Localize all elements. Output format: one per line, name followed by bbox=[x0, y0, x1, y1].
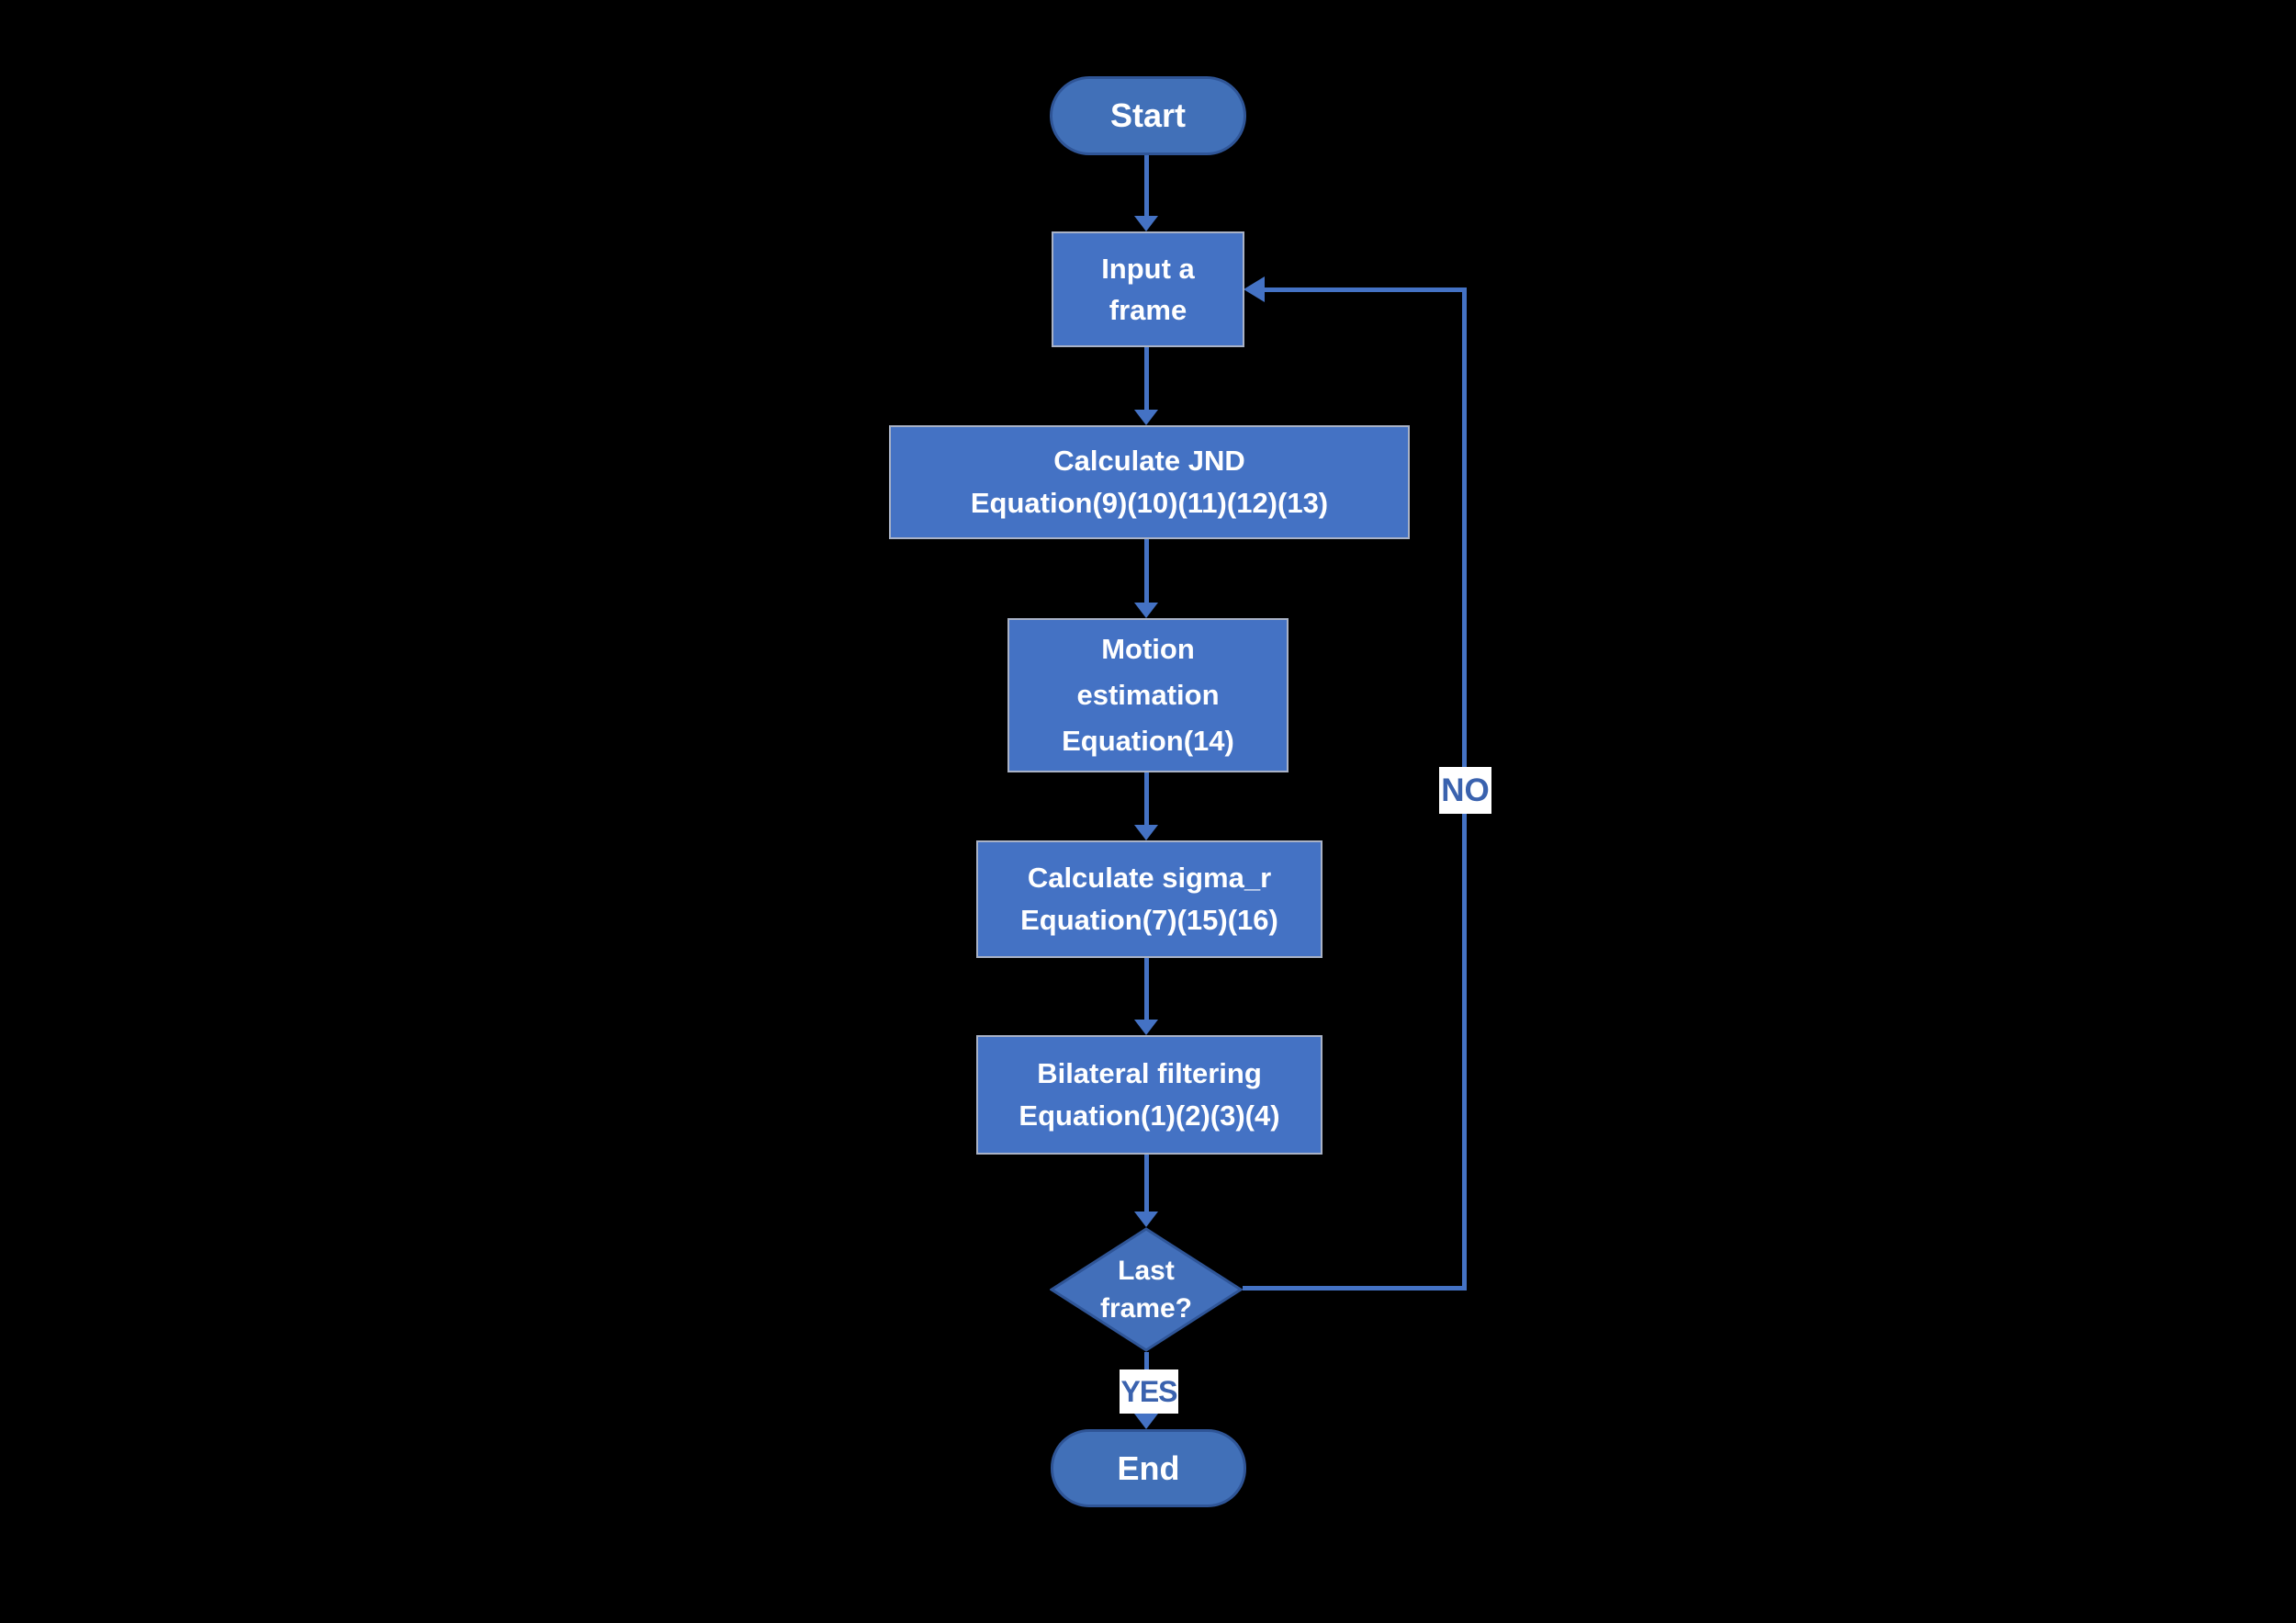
arrowhead-down-icon bbox=[1134, 216, 1158, 231]
node-bilateral-filtering: Bilateral filtering Equation(1)(2)(3)(4) bbox=[976, 1035, 1322, 1155]
edge-label-no: NO bbox=[1439, 767, 1491, 814]
arrowhead-down-icon bbox=[1134, 603, 1158, 618]
node-bilateral-filtering-line: Equation(1)(2)(3)(4) bbox=[1019, 1099, 1280, 1132]
edge-motion-to-sigma bbox=[1144, 772, 1149, 828]
node-last-frame-line: frame? bbox=[1099, 1293, 1193, 1324]
node-calculate-sigma-r: Calculate sigma_r Equation(7)(15)(16) bbox=[976, 840, 1322, 958]
node-end-label: End bbox=[1117, 1448, 1180, 1487]
node-calculate-jnd: Calculate JND Equation(9)(10)(11)(12)(13… bbox=[889, 425, 1410, 539]
node-motion-estimation: Motion estimation Equation(14) bbox=[1007, 618, 1289, 772]
edge-no-loop-bottom bbox=[1243, 1286, 1467, 1291]
node-start: Start bbox=[1050, 76, 1246, 155]
node-input-frame-line: Input a bbox=[1101, 253, 1195, 285]
node-calculate-sigma-r-line: Equation(7)(15)(16) bbox=[1020, 904, 1278, 936]
node-calculate-sigma-r-line: Calculate sigma_r bbox=[1027, 862, 1272, 894]
node-input-frame-line: frame bbox=[1109, 294, 1187, 326]
node-end: End bbox=[1051, 1429, 1246, 1507]
node-start-label: Start bbox=[1109, 96, 1187, 134]
arrowhead-down-icon bbox=[1134, 1212, 1158, 1227]
node-motion-estimation-line: estimation bbox=[1076, 679, 1220, 711]
edge-bilateral-to-decision bbox=[1144, 1155, 1149, 1215]
no-label-text: NO bbox=[1441, 772, 1490, 808]
edge-sigma-to-bilateral bbox=[1144, 958, 1149, 1023]
node-last-frame-text: Last frame? bbox=[1050, 1227, 1243, 1352]
edge-start-to-input bbox=[1144, 155, 1149, 220]
node-bilateral-filtering-line: Bilateral filtering bbox=[1037, 1057, 1262, 1089]
edge-input-to-jnd bbox=[1144, 347, 1149, 413]
arrowhead-down-icon bbox=[1134, 410, 1158, 425]
node-motion-estimation-line: Motion bbox=[1101, 633, 1195, 665]
yes-label-text: YES bbox=[1120, 1374, 1177, 1408]
node-last-frame-decision: Last frame? bbox=[1049, 1227, 1244, 1352]
arrowhead-down-icon bbox=[1134, 825, 1158, 840]
node-last-frame-line: Last bbox=[1118, 1256, 1175, 1286]
arrowhead-left-icon bbox=[1244, 276, 1265, 302]
edge-jnd-to-motion bbox=[1144, 539, 1149, 606]
node-calculate-jnd-line: Equation(9)(10)(11)(12)(13) bbox=[970, 487, 1329, 519]
node-input-frame: Input a frame bbox=[1052, 231, 1244, 347]
node-calculate-jnd-line: Calculate JND bbox=[1053, 445, 1245, 477]
arrowhead-down-icon bbox=[1134, 1414, 1158, 1429]
edge-no-loop-top bbox=[1265, 287, 1463, 292]
edge-label-yes: YES bbox=[1120, 1369, 1178, 1414]
diamond-shape-icon bbox=[1049, 1227, 1244, 1352]
node-motion-estimation-line: Equation(14) bbox=[1062, 725, 1234, 757]
arrowhead-down-icon bbox=[1134, 1020, 1158, 1035]
